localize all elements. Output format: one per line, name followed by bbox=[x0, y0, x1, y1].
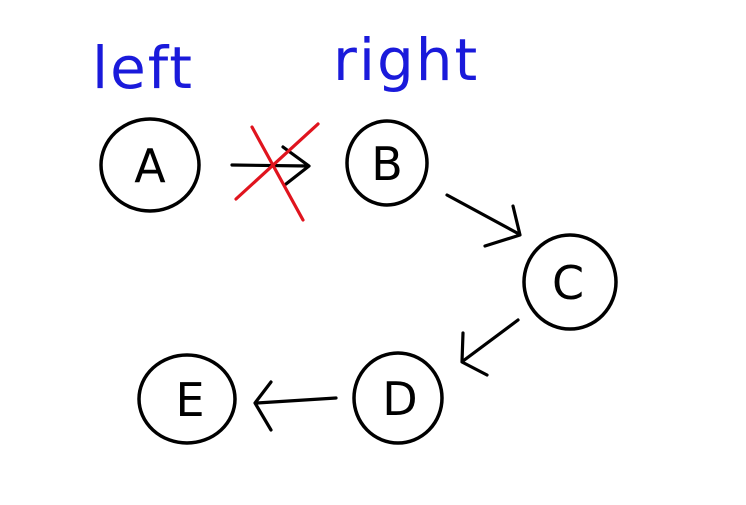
cross-out-mark bbox=[234, 122, 320, 222]
edge-b-to-c bbox=[445, 193, 522, 248]
node-a-label: A bbox=[134, 139, 166, 193]
arrowhead-a-to-b bbox=[281, 145, 311, 186]
node-d: D bbox=[352, 351, 444, 445]
node-d-label: D bbox=[382, 372, 417, 426]
arrowhead-c-to-d bbox=[460, 331, 489, 377]
edge-c-to-d bbox=[460, 318, 520, 377]
node-c: C bbox=[522, 233, 618, 331]
node-a: A bbox=[99, 117, 201, 213]
arrow-c-to-d bbox=[461, 318, 520, 363]
arrowhead-b-to-c bbox=[483, 204, 522, 248]
cross-stroke-1 bbox=[234, 122, 320, 201]
node-c-label: C bbox=[552, 256, 584, 310]
node-e-label: E bbox=[175, 373, 204, 427]
edge-a-to-b bbox=[230, 122, 320, 222]
nodes: A B C D E bbox=[99, 117, 618, 445]
node-e: E bbox=[137, 353, 237, 445]
node-c-circle bbox=[522, 233, 618, 331]
node-a-circle bbox=[99, 117, 201, 213]
arrow-d-to-e bbox=[255, 396, 338, 405]
edge-d-to-e bbox=[253, 380, 338, 432]
arrow-b-to-c bbox=[445, 193, 521, 236]
left-pointer-label: left bbox=[92, 34, 194, 102]
arrow-a-to-b bbox=[230, 163, 310, 168]
node-e-circle bbox=[137, 353, 237, 445]
cross-stroke-2 bbox=[250, 125, 305, 222]
edges bbox=[230, 122, 522, 432]
arrowhead-d-to-e bbox=[253, 380, 273, 432]
node-d-circle bbox=[352, 351, 444, 445]
node-b: B bbox=[345, 119, 429, 207]
node-b-label: B bbox=[371, 137, 403, 191]
node-b-circle bbox=[345, 119, 429, 207]
right-pointer-label: right bbox=[333, 26, 479, 94]
